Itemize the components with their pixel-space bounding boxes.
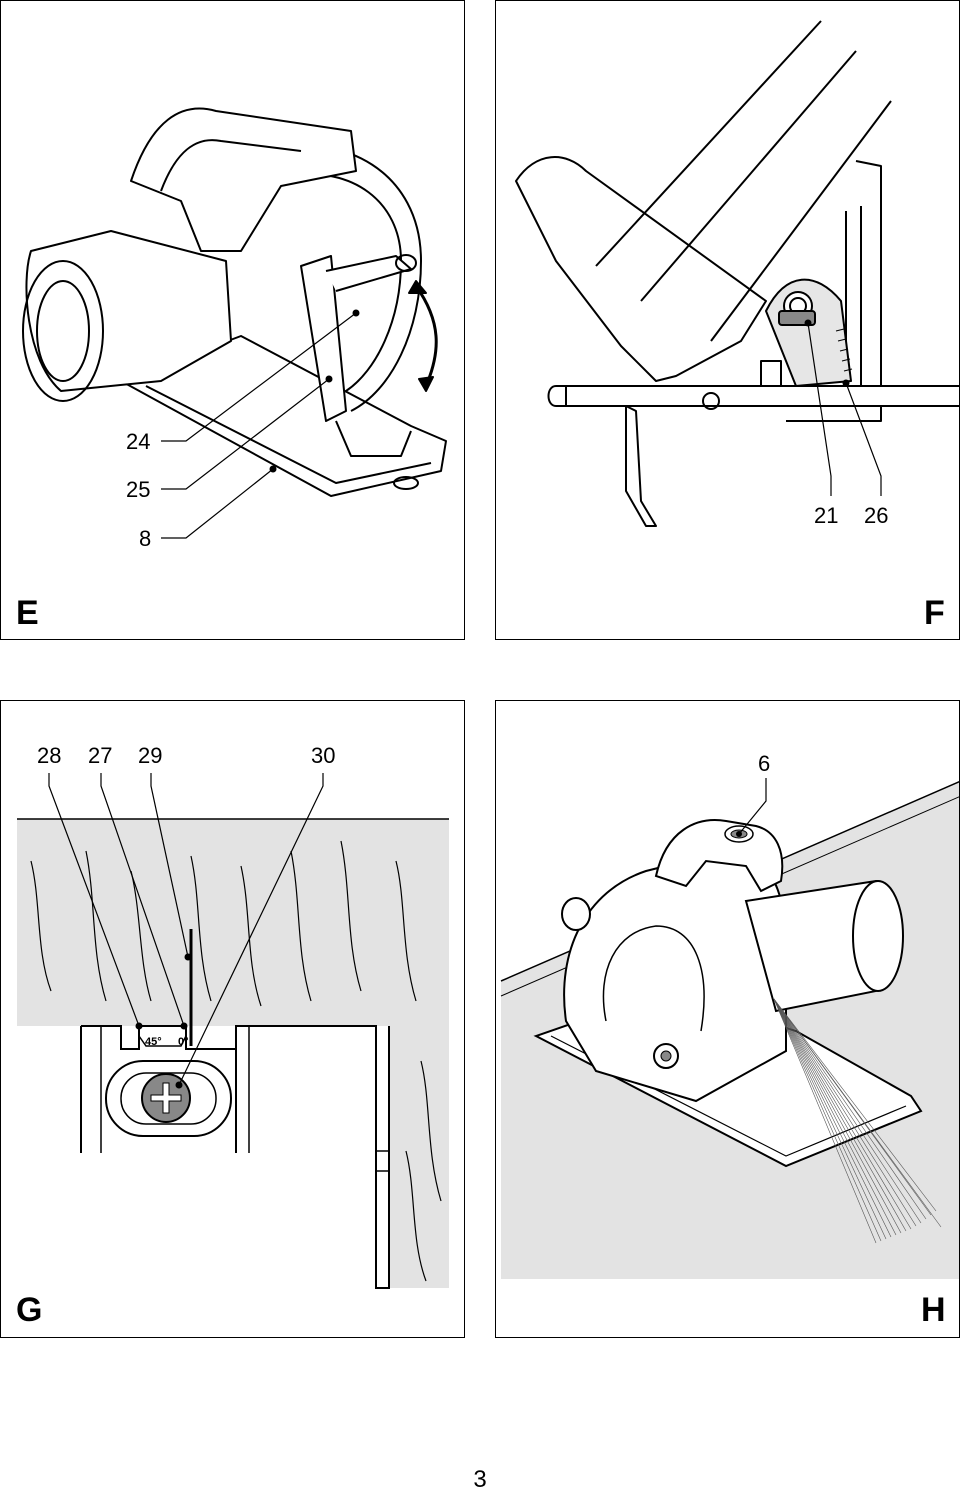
callout-29: 29 <box>138 743 163 768</box>
panel-letter-e: E <box>16 594 39 632</box>
cutting-line-indicator-illustration <box>17 773 449 1289</box>
callout-6: 6 <box>758 751 771 776</box>
callout-24: 24 <box>126 429 151 454</box>
panel-letter-f: F <box>924 594 945 632</box>
callout-28: 28 <box>37 743 62 768</box>
callout-27: 27 <box>88 743 113 768</box>
panel-letter-g: G <box>16 1291 43 1329</box>
saw-light-illustration <box>500 778 959 1279</box>
callout-8: 8 <box>139 526 152 551</box>
figure-panel-g: 28 27 29 30 45° 0° G <box>0 700 465 1338</box>
scale-label-45: 45° <box>145 1036 162 1048</box>
callout-25: 25 <box>126 477 151 502</box>
figure-panel-h: 6 H <box>495 700 960 1338</box>
panel-letter-h: H <box>921 1291 946 1329</box>
callout-30: 30 <box>311 743 336 768</box>
page-number: 3 <box>473 1466 487 1493</box>
figure-panel-e: 24 25 8 E <box>0 0 465 640</box>
bevel-angle-adjustment-illustration <box>515 20 959 527</box>
circular-saw-depth-adjustment-illustration <box>22 107 447 539</box>
figure-panel-f: 21 26 F <box>495 0 960 640</box>
callout-26: 26 <box>864 503 889 528</box>
callout-21: 21 <box>814 503 839 528</box>
scale-label-0: 0° <box>178 1036 189 1048</box>
